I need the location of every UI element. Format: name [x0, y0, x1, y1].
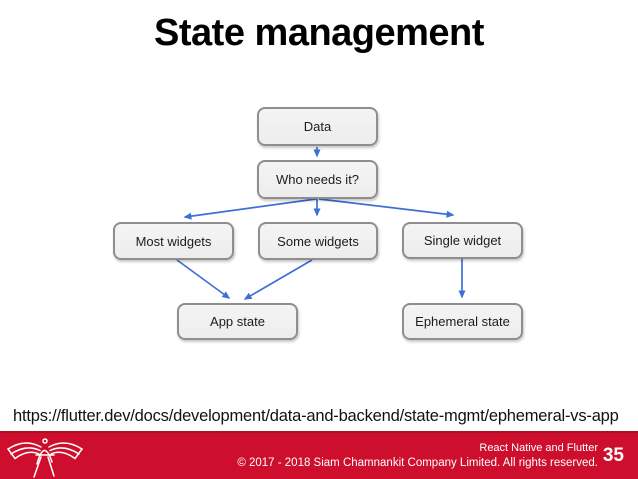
footer-course-title: React Native and Flutter — [479, 441, 598, 454]
footer-bar: React Native and Flutter © 2017 - 2018 S… — [0, 431, 638, 479]
node-app-state: App state — [177, 303, 298, 340]
page-number: 35 — [602, 445, 624, 466]
node-some-widgets: Some widgets — [258, 222, 378, 260]
node-data: Data — [257, 107, 378, 146]
node-most-widgets: Most widgets — [113, 222, 234, 260]
edge-who-to-single — [318, 198, 455, 218]
edge-some-to-app — [243, 259, 313, 300]
edge-most-to-app — [176, 259, 231, 299]
page-title: State management — [154, 12, 484, 54]
source-url: https://flutter.dev/docs/development/dat… — [13, 407, 619, 425]
node-who-needs-it: Who needs it? — [257, 160, 378, 199]
node-single-widget: Single widget — [402, 222, 523, 259]
edge-who-to-most — [183, 198, 317, 220]
company-winged-a-logo-icon — [7, 438, 83, 478]
footer-text: React Native and Flutter © 2017 - 2018 S… — [237, 441, 598, 471]
node-ephemeral-state: Ephemeral state — [402, 303, 523, 340]
footer-copyright: © 2017 - 2018 Siam Chamnankit Company Li… — [237, 456, 598, 469]
